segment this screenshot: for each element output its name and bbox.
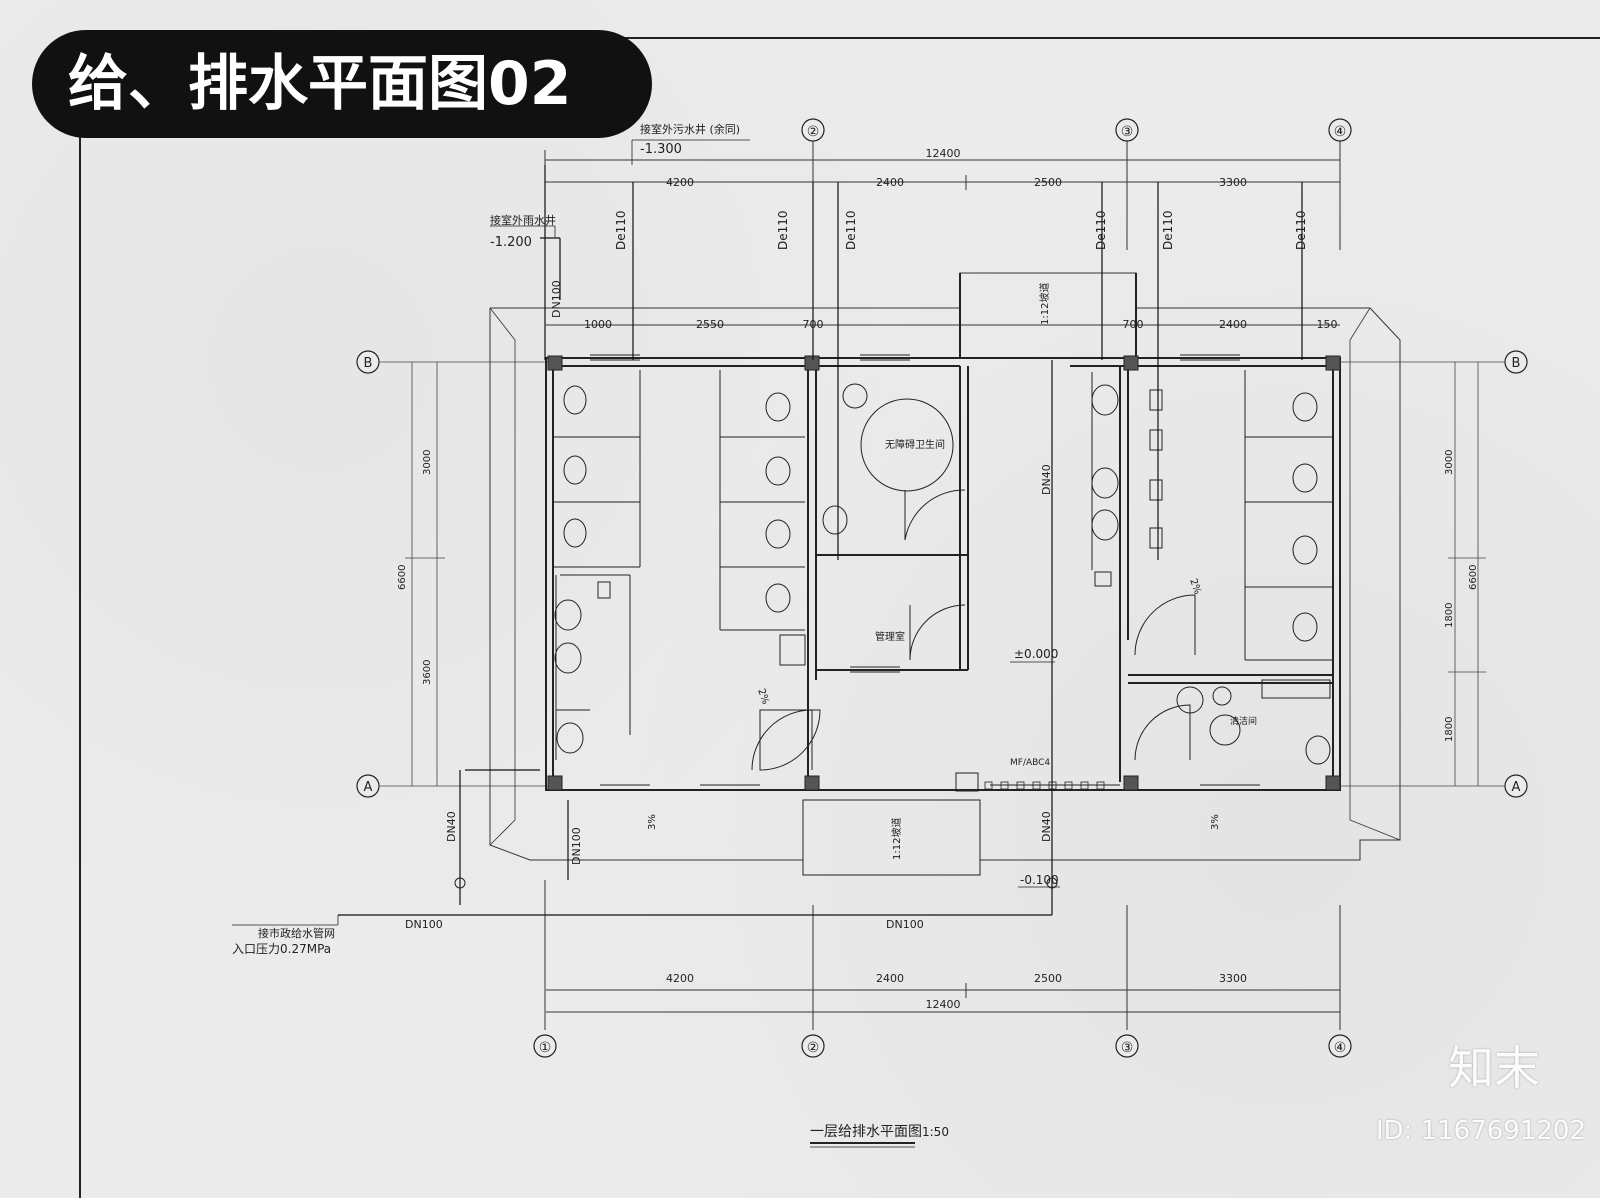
- axis-lines: [380, 361, 1505, 787]
- bay-dim-bottom-3: 2500: [1034, 972, 1062, 985]
- valve-symbol: [1046, 877, 1058, 889]
- watermark-id: ID: 1167691202: [1375, 1116, 1586, 1146]
- pipe-label-de110-2: De110: [776, 210, 790, 250]
- ramp-label-bottom: 1:12坡道: [890, 818, 903, 860]
- ramp-label-top: 1:12坡道: [1038, 283, 1051, 325]
- pipe-label-dn100-bottom: DN100: [570, 827, 583, 865]
- vert-dim-right-1: 3000: [1444, 450, 1455, 475]
- bay-dim-bottom-4: 3300: [1219, 972, 1247, 985]
- bay-dim-top-1: 4200: [666, 176, 694, 189]
- water-supply-note: 接市政给水管网: [258, 926, 335, 940]
- vert-dim-right-4: 1800: [1444, 717, 1455, 742]
- mop-room-label: 清洁间: [1230, 715, 1257, 727]
- slope-label-bottom-right: 3%: [1210, 814, 1221, 830]
- inner-dim-right-3: 150: [1317, 318, 1338, 331]
- axis-label-bottom-2: ②: [807, 1040, 820, 1056]
- pipe-label-dn100-main-left: DN100: [405, 918, 443, 931]
- pipe-label-de110-5: De110: [1161, 210, 1175, 250]
- axis-label-top-4: ④: [1334, 124, 1347, 140]
- pipe-label-dn40-mid: DN40: [1040, 464, 1053, 495]
- vert-dim-right-2: 6600: [1468, 565, 1479, 590]
- accessible-toilet-label: 无障碍卫生间: [885, 438, 945, 451]
- inner-dim-left-3: 700: [803, 318, 824, 331]
- axis-label-B-right: B: [1512, 356, 1521, 371]
- inner-dim-right-1: 700: [1123, 318, 1144, 331]
- inlet-pressure-note: 入口压力0.27MPa: [232, 942, 331, 956]
- overall-dim-top: 12400: [926, 147, 961, 160]
- bay-dim-bottom-1: 4200: [666, 972, 694, 985]
- sewer-well-elevation: -1.300: [640, 142, 682, 157]
- sewer-well-note: 接室外污水井 (余同): [640, 122, 740, 136]
- axis-label-A-left: A: [364, 780, 373, 795]
- building-walls: [545, 273, 1341, 791]
- bay-dim-top-2: 2400: [876, 176, 904, 189]
- drawing-title: 一层给排水平面图: [810, 1124, 922, 1140]
- outdoor-elevation: -0.100: [1020, 873, 1059, 887]
- watermark-logo: 知末: [1448, 1041, 1540, 1095]
- slope-label-left: 2%: [755, 687, 771, 706]
- inner-dim-right-2: 2400: [1219, 318, 1247, 331]
- axis-label-top-2: ②: [807, 124, 820, 140]
- overall-dim-bottom: 12400: [926, 998, 961, 1011]
- bay-dim-top-3: 2500: [1034, 176, 1062, 189]
- windows: [590, 354, 1260, 791]
- fire-extinguishers: [984, 781, 1105, 790]
- accessible-toilet-room: [822, 383, 966, 661]
- axis-bubbles-top: [801, 118, 1352, 142]
- axis-label-bottom-1: ①: [539, 1040, 552, 1056]
- pipe-label-dn40-left: DN40: [445, 811, 458, 842]
- management-room-label: 管理室: [875, 630, 905, 643]
- pipe-label-de110-1: De110: [614, 210, 628, 250]
- vert-dim-left-1: 3000: [422, 450, 433, 475]
- middle-wc-stalls: [719, 370, 821, 771]
- fire-extinguisher-label: MF/ABC4: [1010, 758, 1050, 768]
- top-dimensions: [544, 140, 1341, 1030]
- inner-dim-left-1: 1000: [584, 318, 612, 331]
- floor-elevation: ±0.000: [1014, 647, 1058, 661]
- axis-label-top-3: ③: [1121, 124, 1134, 140]
- slope-label-right: 2%: [1187, 577, 1203, 596]
- bay-dim-top-4: 3300: [1219, 176, 1247, 189]
- pipe-label-dn40-bottom: DN40: [1040, 811, 1053, 842]
- inner-dim-left-2: 2550: [696, 318, 724, 331]
- vert-dim-left-2: 6600: [397, 565, 408, 590]
- title-badge: 给、排水平面图02: [32, 30, 652, 138]
- vert-dim-right-3: 1800: [1444, 603, 1455, 628]
- axis-label-bottom-4: ④: [1334, 1040, 1347, 1056]
- pipe-label-de110-6: De110: [1294, 210, 1308, 250]
- axis-label-A-right: A: [1512, 780, 1521, 795]
- rain-well-note: 接室外雨水井: [490, 213, 556, 227]
- drawing-scale: 1:50: [922, 1125, 949, 1139]
- drain-pipes: [338, 165, 1303, 916]
- rain-well-elevation: -1.200: [490, 235, 532, 250]
- axis-label-B-left: B: [364, 356, 373, 371]
- entrance-doors: [751, 709, 1120, 876]
- pipe-label-de110-4: De110: [1094, 210, 1108, 250]
- pipe-label-de110-3: De110: [844, 210, 858, 250]
- leader-lines: [232, 139, 1060, 926]
- pipe-label-dn100-main-right: DN100: [886, 918, 924, 931]
- vert-dim-left-3: 3600: [422, 660, 433, 685]
- axis-label-bottom-3: ③: [1121, 1040, 1134, 1056]
- bay-dim-bottom-2: 2400: [876, 972, 904, 985]
- slope-label-bottom-left: 3%: [647, 814, 658, 830]
- axis-bubbles-bottom: [533, 1034, 1352, 1058]
- water-meter-symbol: [454, 877, 466, 889]
- columns: [547, 355, 1341, 791]
- right-wc-stalls: [1091, 370, 1333, 765]
- axis-bubbles-side: [356, 350, 1528, 798]
- left-wc-stalls: [553, 370, 641, 760]
- pipe-label-dn100-top: DN100: [550, 280, 563, 318]
